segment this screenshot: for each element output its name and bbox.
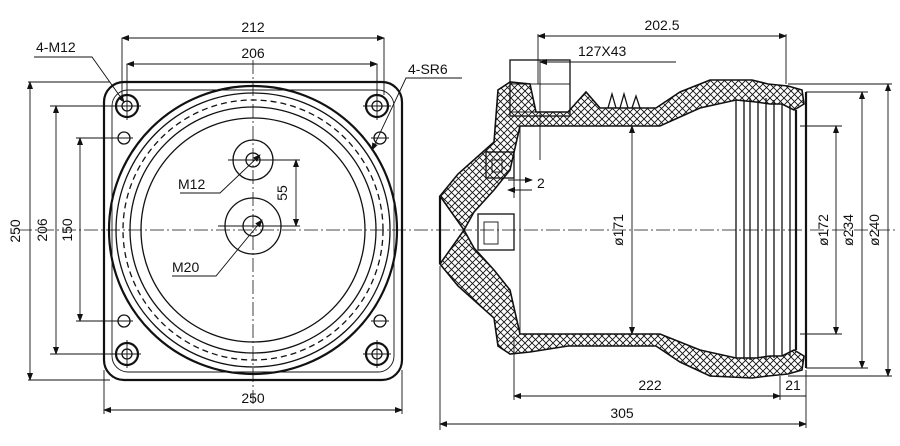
dim-250-left-label: 250: [7, 219, 23, 243]
mounting-hole-tr: [363, 92, 391, 120]
dim-206-top-label: 206: [241, 45, 265, 61]
dim-250-bottom-label: 250: [241, 390, 265, 406]
small-hole-ur: [371, 131, 389, 145]
mounting-hole-br: [363, 340, 391, 368]
dim-206-left-label: 206: [34, 218, 50, 242]
leader-4-m12: [34, 56, 125, 103]
dim-212-label: 212: [241, 19, 265, 35]
dim-150-label: 150: [59, 218, 75, 242]
front-view: 212 206 250 250 206 150 55 4-M12 4-SR6: [7, 19, 895, 414]
mounting-hole-bl: [113, 340, 141, 368]
dim-240-label: ø240: [866, 214, 882, 246]
rim-ribs: [735, 92, 808, 368]
thread-m12-label: M12: [178, 176, 205, 192]
small-hole-lr: [371, 314, 389, 328]
dim-172-label: ø172: [815, 214, 831, 246]
dim-202-5-label: 202.5: [644, 17, 679, 33]
section-wall-lower: [438, 228, 805, 379]
callout-4-sr6: 4-SR6: [408, 61, 448, 77]
dim-234-label: ø234: [840, 214, 856, 246]
dim-305-label: 305: [610, 405, 634, 421]
leader-m12: [180, 154, 261, 194]
dim-127x43-label: 127X43: [578, 43, 626, 59]
dim-222-label: 222: [638, 377, 662, 393]
callout-4-m12: 4-M12: [36, 39, 76, 55]
leader-m20: [172, 219, 263, 277]
dim-2-label: 2: [537, 175, 545, 191]
side-view: 202.5 127X43 2 ø171 ø172 ø234 ø240 222 2…: [438, 17, 892, 430]
dim-171-label: ø171: [610, 214, 626, 246]
thread-m20-label: M20: [172, 259, 199, 275]
insert-upper: [485, 151, 515, 179]
dim-21-label: 21: [785, 377, 801, 393]
insert-lower: [477, 213, 515, 251]
dim-55-label: 55: [274, 185, 290, 201]
leader-4-sr6: [371, 77, 462, 151]
